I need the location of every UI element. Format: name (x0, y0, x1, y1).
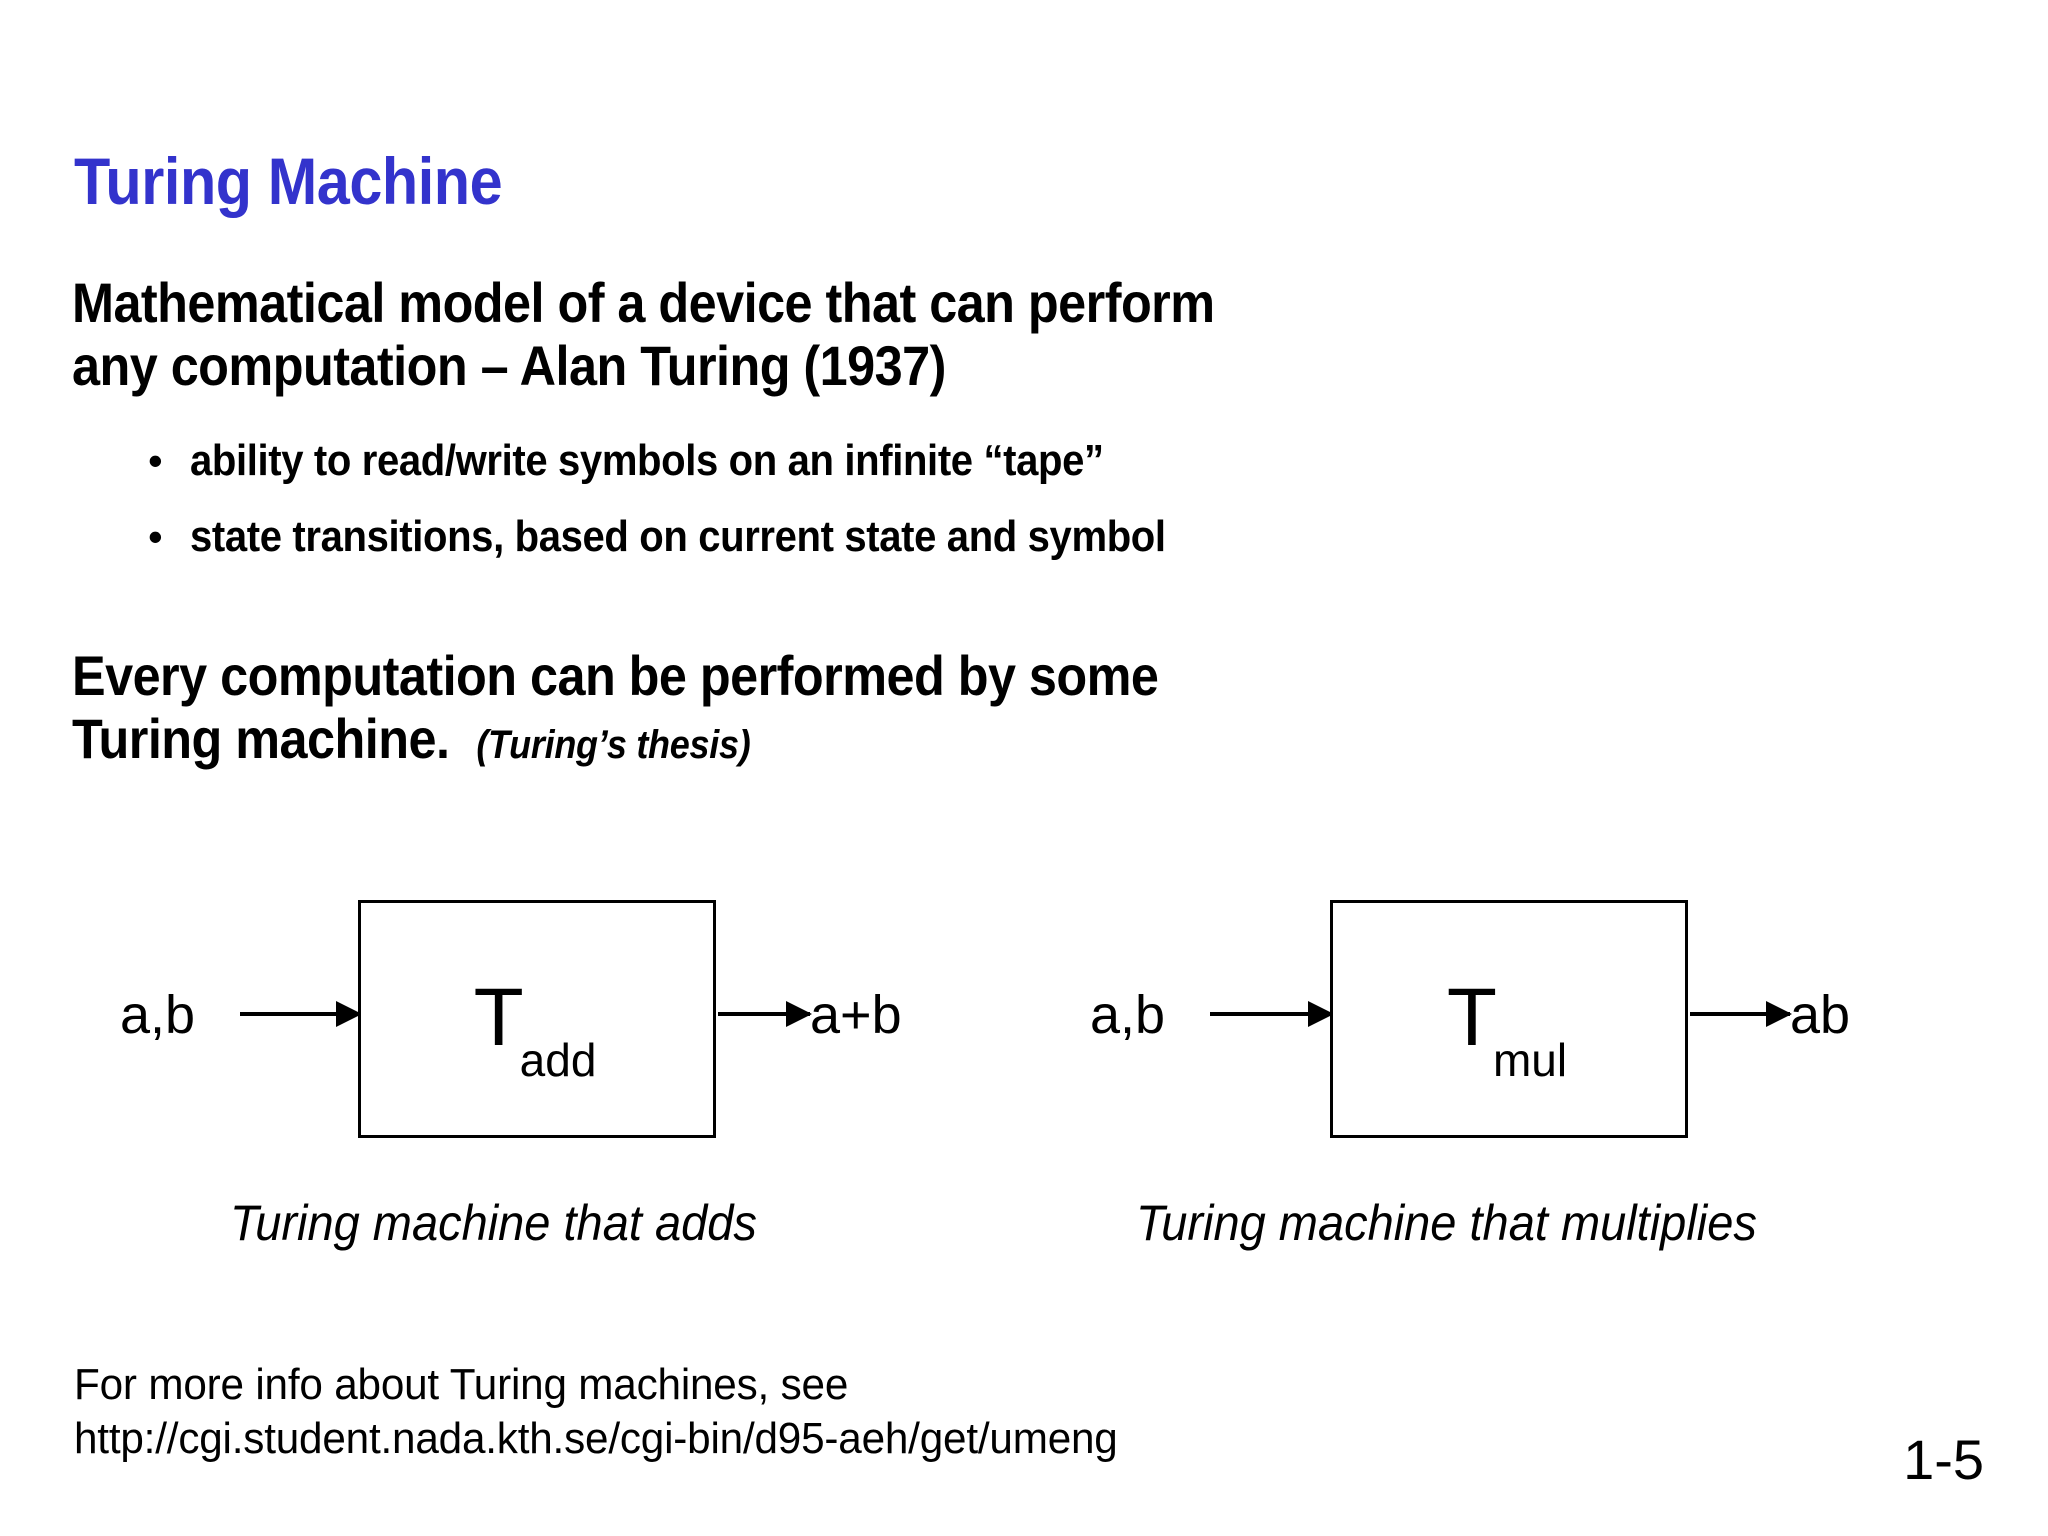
output-label: ab (1790, 985, 1851, 1045)
arrow-right-icon (1210, 1001, 1334, 1027)
thesis-paragraph: Every computation can be performed by so… (72, 644, 1972, 771)
footer-note: For more info about Turing machines, see… (74, 1358, 1774, 1465)
bullet-dot-icon: • (148, 513, 163, 560)
intro-paragraph: Mathematical model of a device that can … (72, 271, 1972, 397)
page-number: 1-5 (1903, 1428, 1984, 1491)
bullet-dot-icon: • (148, 437, 163, 484)
diagram-turing-machine-mul: a,b Tmul ab Turing machine that multipli… (1090, 880, 1990, 1300)
arrow-right-icon (1690, 1001, 1792, 1027)
turing-machine-diagrams: a,b Tadd a+b Turing machine that adds a,… (0, 880, 2048, 1300)
arrow-right-icon (718, 1001, 812, 1027)
intro-line-2: any computation – Alan Turing (1937) (72, 333, 946, 397)
machine-box-subscript: mul (1492, 1034, 1568, 1087)
output-label: a+b (810, 985, 902, 1045)
thesis-note: (Turing’s thesis) (476, 722, 751, 767)
machine-box-label: Tadd (361, 977, 713, 1084)
thesis-line-1: Every computation can be performed by so… (72, 644, 1159, 707)
intro-line-1: Mathematical model of a device that can … (72, 271, 1215, 334)
input-label: a,b (120, 985, 196, 1045)
diagram-turing-machine-add: a,b Tadd a+b Turing machine that adds (120, 880, 980, 1300)
machine-box: Tmul (1330, 900, 1688, 1138)
machine-box: Tadd (358, 900, 716, 1138)
machine-box-base: T (1446, 972, 1497, 1063)
list-item: • ability to read/write symbols on an in… (148, 432, 1948, 494)
footer-url[interactable]: http://cgi.student.nada.kth.se/cgi-bin/d… (74, 1413, 1118, 1463)
bullet-list: • ability to read/write symbols on an in… (148, 432, 1948, 584)
arrow-right-icon (240, 1001, 362, 1027)
bullet-text: ability to read/write symbols on an infi… (190, 436, 1104, 485)
list-item: • state transitions, based on current st… (148, 508, 1948, 570)
thesis-line-2-text: Turing machine. (72, 706, 450, 770)
diagram-caption: Turing machine that multiplies (1136, 1195, 1757, 1251)
thesis-line-2: Turing machine. (Turing’s thesis) (72, 706, 1782, 771)
footer-line-1: For more info about Turing machines, see (74, 1360, 849, 1409)
machine-box-subscript: add (519, 1034, 597, 1087)
diagram-caption: Turing machine that adds (230, 1195, 757, 1251)
bullet-text: state transitions, based on current stat… (190, 512, 1166, 561)
machine-box-base: T (473, 972, 524, 1063)
machine-box-label: Tmul (1333, 977, 1685, 1084)
input-label: a,b (1090, 985, 1166, 1045)
page-title: Turing Machine (74, 144, 503, 218)
